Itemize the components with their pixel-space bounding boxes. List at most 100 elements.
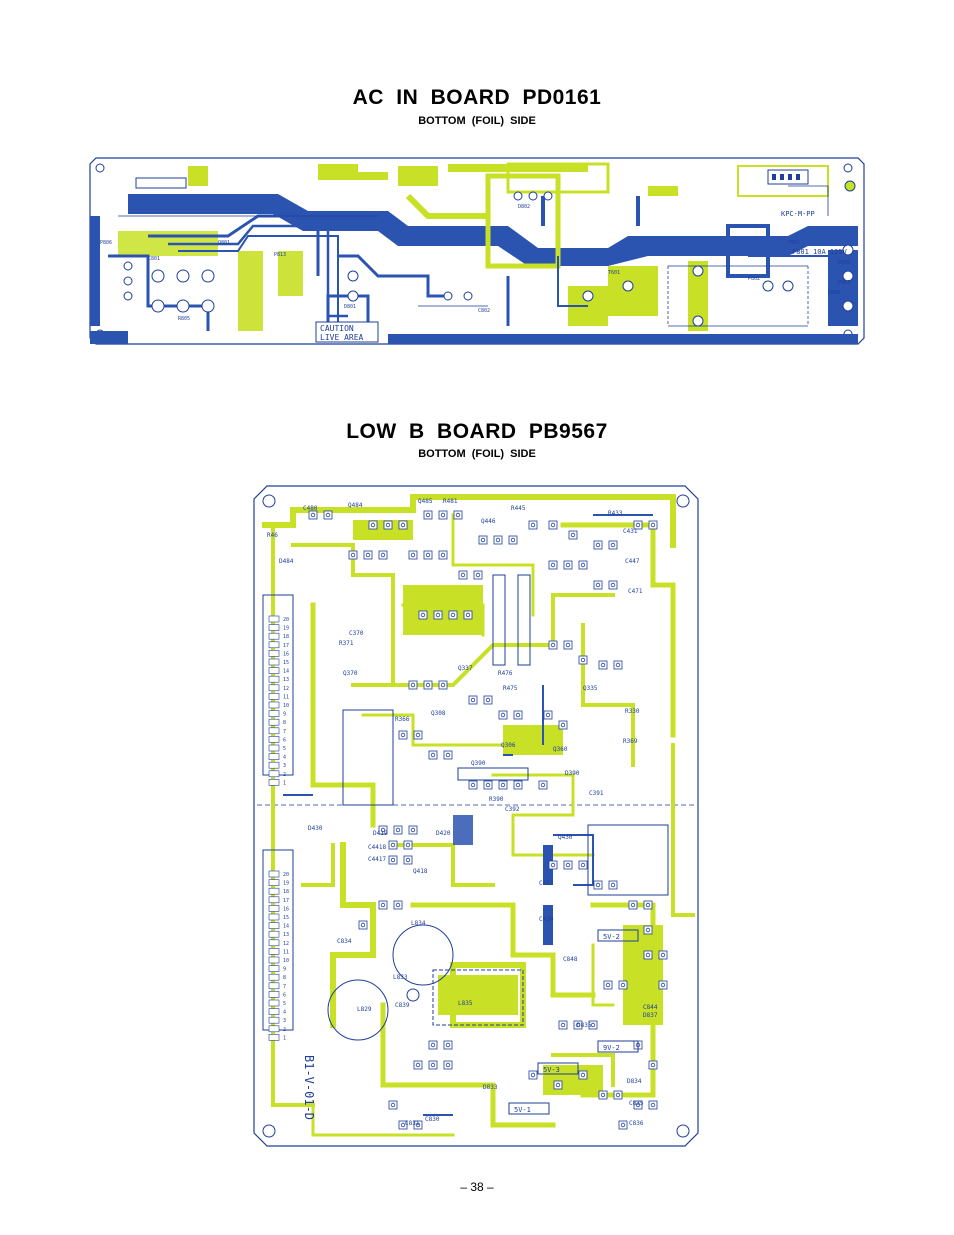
pad-hole	[405, 842, 411, 848]
ref-label: C844	[643, 1004, 658, 1011]
connector-pin-label: 11	[283, 949, 289, 955]
connector-pin-pad	[268, 701, 280, 709]
ref-label: P802	[748, 276, 760, 282]
connector-pin-pad	[268, 896, 280, 904]
connector-pin-pad	[268, 684, 280, 692]
ref-label: C802	[478, 308, 490, 314]
pad-hole	[550, 642, 556, 648]
pad-hole	[580, 657, 586, 663]
pad-hole	[560, 1022, 566, 1028]
pad-hole	[390, 1102, 396, 1108]
ref-label: R475	[503, 685, 518, 692]
connector-pin-pad	[268, 770, 280, 778]
pad-hole	[470, 697, 476, 703]
ref-label: R46	[267, 532, 278, 539]
pad-hole	[650, 522, 656, 528]
ref-label: L833	[393, 974, 408, 981]
ref-label: R390	[489, 796, 504, 803]
connector-pin-pad	[268, 744, 280, 752]
ref-label: D420	[436, 830, 451, 837]
connector-pin-pad	[268, 615, 280, 623]
pad-hole	[425, 512, 431, 518]
ref-label: R330	[625, 708, 640, 715]
pad-hole	[455, 512, 461, 518]
pad-hole	[620, 1122, 626, 1128]
ac-in-board-diagram: CAUTION LIVE AREA KPC-M-PP F801 10A 125V…	[88, 156, 866, 346]
connector-pin-label: 8	[283, 720, 286, 726]
ref-label: R445	[511, 505, 526, 512]
pad-hole	[410, 552, 416, 558]
pad-hole	[645, 927, 651, 933]
pad-hole	[510, 537, 516, 543]
ref-label: Q360	[553, 746, 568, 753]
pad-hole	[660, 952, 666, 958]
connector-pin-pad	[268, 905, 280, 912]
pad-hole	[630, 902, 636, 908]
ref-label: C4417	[368, 856, 386, 863]
pad-hole	[365, 552, 371, 558]
pad-hole	[615, 662, 621, 668]
ref-label: C835	[629, 1100, 644, 1107]
caution-label: CAUTION	[320, 324, 354, 333]
ref-label: C848	[563, 956, 578, 963]
ref-label: R481	[443, 498, 458, 505]
connector-pin-label: 3	[283, 1018, 286, 1024]
ref-label: D834	[627, 1078, 642, 1085]
pad-hole	[610, 582, 616, 588]
ref-label: R805	[178, 316, 190, 322]
pad-hole	[485, 697, 491, 703]
pad-hole	[440, 552, 446, 558]
connector-pin-pad	[268, 658, 280, 666]
connector-pin-pad	[268, 667, 280, 674]
connector-pin-pad	[268, 879, 280, 886]
connector-pin-pad	[268, 624, 280, 631]
pad-hole	[440, 682, 446, 688]
pad-hole	[310, 512, 316, 518]
connector-pin-pad	[268, 650, 280, 657]
ref-label: R366	[395, 716, 410, 723]
connector-pin-label: 13	[283, 932, 289, 938]
connector-pin-pad	[268, 1025, 280, 1033]
ref-label: P808	[828, 290, 840, 296]
pad-hole	[495, 537, 501, 543]
pad-hole	[580, 862, 586, 868]
ref-label: R433	[608, 510, 623, 517]
connector-pin-label: 18	[283, 634, 289, 640]
ref-label: D484	[279, 558, 294, 565]
pad-hole	[415, 1062, 421, 1068]
connector-pin-label: 17	[283, 898, 289, 904]
connector-pin-label: 7	[283, 984, 286, 990]
pad-hole	[470, 782, 476, 788]
pad-hole	[430, 1062, 436, 1068]
ref-label: C836	[629, 1120, 644, 1127]
ref-label: C431	[623, 528, 638, 535]
ref-label: C839	[395, 1002, 410, 1009]
pad-hole	[445, 752, 451, 758]
ref-label: Q446	[481, 518, 496, 525]
connector-pin-label: 10	[283, 958, 289, 964]
ref-label: C831	[405, 1120, 420, 1127]
ref-label: C391	[589, 790, 604, 797]
connector-pin-label: 9	[283, 967, 286, 973]
connector-pin-label: 16	[283, 906, 289, 912]
connector-pin-label: 9	[283, 712, 286, 718]
ref-label: C801	[148, 256, 160, 262]
pad-hole	[570, 532, 576, 538]
voltage-tag: 5V-2	[603, 933, 620, 941]
ref-label: Q308	[431, 710, 446, 717]
ref-label: P803	[838, 280, 850, 286]
connector-pin-label: 15	[283, 915, 289, 921]
pad-hole	[475, 572, 481, 578]
ref-label: Q370	[343, 670, 358, 677]
pad-hole	[595, 542, 601, 548]
ref-label: Q337	[458, 665, 473, 672]
pad-hole	[590, 1022, 596, 1028]
pad-hole	[385, 522, 391, 528]
pad-hole	[550, 862, 556, 868]
connector-pin-label: 8	[283, 975, 286, 981]
pad-hole	[650, 1102, 656, 1108]
pad-hole	[610, 882, 616, 888]
voltage-tag: 5V-1	[514, 1106, 531, 1114]
pad-hole	[600, 1092, 606, 1098]
